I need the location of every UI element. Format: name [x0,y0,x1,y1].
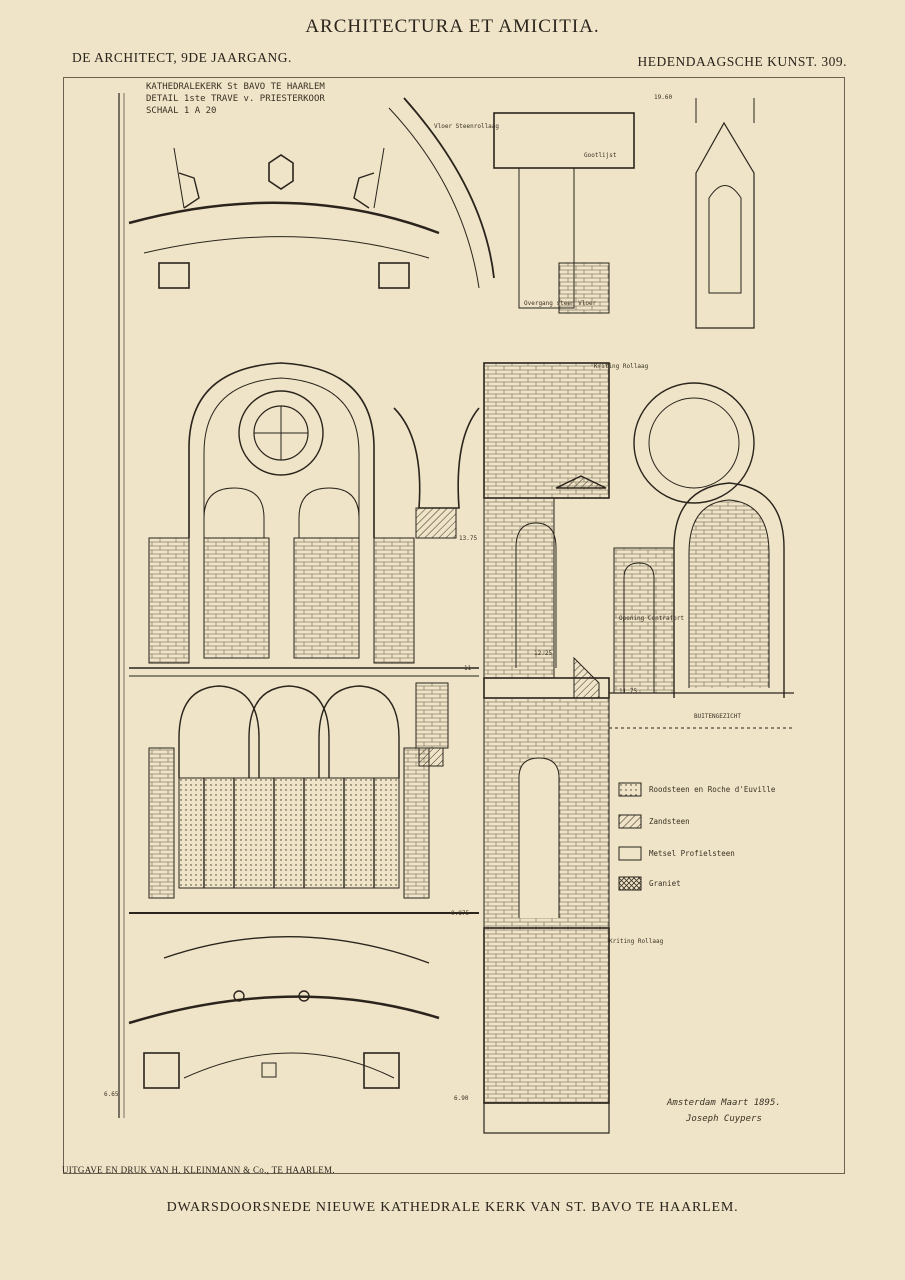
label-opening: Opening Contrafort [619,615,684,622]
signature-name: Joseph Cuypers [685,1114,762,1124]
dim-5: 11 [464,665,472,672]
journal-masthead: ARCHITECTURA ET AMICITIA. [305,16,600,37]
upper-window-lights [129,537,479,677]
legend-swatch-blank [618,846,642,861]
label-buitengezicht: BUITENGEZICHT [694,713,741,720]
dim-6: 0.875 [451,910,469,917]
plate-title-2: DETAIL 1ste TRAVE v. PRIESTERKOOR [146,94,325,104]
dim-8: 6.65 [104,1091,119,1098]
label-vloer: Vloer Steenrollaag [434,123,499,130]
legend-swatch-hatch [618,814,642,829]
legend-label-2: Zandsteen [649,817,690,826]
rose-window [188,362,375,538]
plate-title-3: SCHAAL 1 A 20 [146,106,216,116]
dim-3: 12.25 [534,650,552,657]
pinnacle-elevation [695,98,755,329]
legend-swatch-stipple [618,782,642,797]
label-overgang: Overgang steen Vloer [524,300,597,307]
vault-arc [403,97,495,279]
plate-caption: DWARSDOORSNEDE NIEUWE KATHEDRALE KERK VA… [166,1200,739,1215]
scale-rule [118,93,125,1118]
vault-section-bottom [128,935,440,1089]
triforium-arcade [129,685,479,914]
plate-title-1: KATHEDRALEKERK St BAVO TE HAARLEM [146,82,325,92]
legend-swatch-crosshatch [618,876,642,891]
journal-volume: DE ARCHITECT, 9DE JAARGANG. [72,50,292,65]
drawing-plate: KATHEDRALEKERK St BAVO TE HAARLEM DETAIL… [63,77,845,1174]
section-page: HEDENDAAGSCHE KUNST. 309. [637,54,847,69]
exterior-elevation [609,382,794,729]
wall-section [483,112,635,1134]
publisher-line: UITGAVE EN DRUK VAN H. KLEINMANN & Co., … [62,1165,335,1175]
dim-1: 19.60 [654,94,672,101]
signature-place-date: Amsterdam Maart 1895. [666,1098,781,1108]
architectural-drawing: KATHEDRALEKERK St BAVO TE HAARLEM DETAIL… [104,82,794,1134]
dim-7: 6.90 [454,1095,469,1102]
legend-label-4: Graniet [649,879,681,888]
vault-section-top [128,147,440,289]
central-pier [393,407,480,767]
label-kriting-bottom: Kriting Rollaag [609,938,664,945]
dim-2: 13.75 [459,535,477,542]
label-kriting-top: Kriting Rollaag [594,363,649,370]
label-gootlijst: Gootlijst [584,152,617,159]
material-legend [618,782,642,891]
dim-4: 11.75 [619,688,637,695]
legend-label-1: Roodsteen en Roche d'Euville [649,785,776,794]
legend-label-3: Metsel Profielsteen [649,849,735,858]
